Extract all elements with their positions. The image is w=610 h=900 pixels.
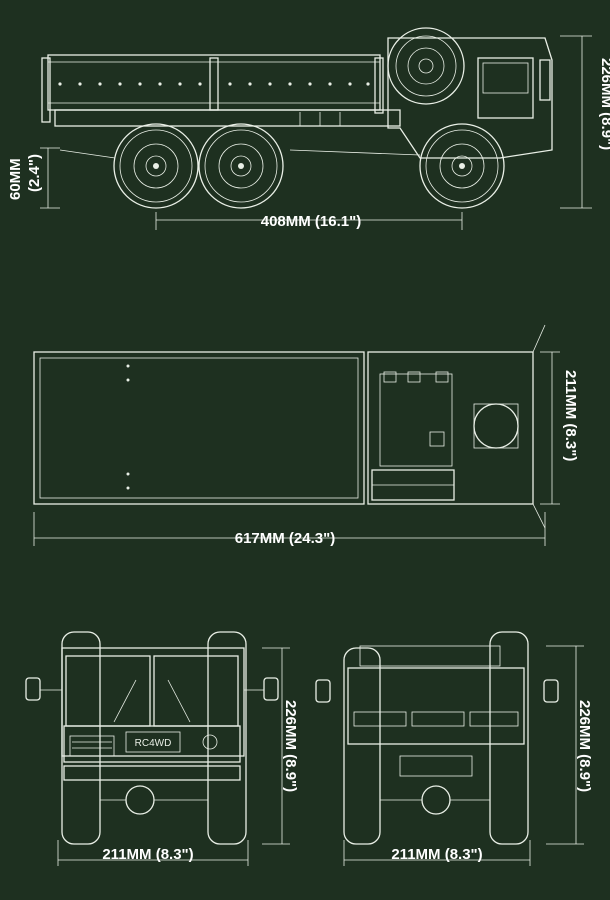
side-cab [387, 37, 553, 159]
front-tire-left [61, 631, 101, 845]
rear-view: 211MM (8.3") 226MM (8.9") [315, 631, 593, 866]
front-bumper [63, 765, 241, 781]
top-length-label: 617MM (24.3") [235, 530, 335, 547]
rear-tire-right [489, 631, 529, 845]
rear-light-right [543, 679, 559, 703]
front-brand-plate [125, 731, 181, 753]
front-width-dimension: 211MM (8.3") [57, 840, 249, 866]
rear-cab-roof [359, 645, 501, 667]
side-ground-clearance-dimension: 60MM (2.4") [7, 147, 60, 209]
side-wheelbase-label: 408MM (16.1") [261, 213, 361, 230]
rear-width-label: 211MM (8.3") [391, 846, 482, 863]
side-spare-tire [387, 27, 465, 105]
side-wheelbase-dimension: 408MM (16.1") [155, 212, 463, 230]
front-mirror-left [25, 677, 41, 701]
rear-tire-left [343, 647, 381, 845]
top-cargo-bed [33, 351, 365, 505]
top-roof-panel [379, 373, 453, 467]
front-width-label: 211MM (8.3") [102, 846, 193, 863]
front-height-label: 226MM (8.9") [282, 700, 299, 792]
front-brand-badge: RC4WD [135, 738, 172, 749]
front-height-dimension: 226MM (8.9") [262, 647, 299, 845]
side-wheel-rear-1 [113, 123, 199, 209]
front-view: RC4WD 211MM (8.3") 226MM (8.9") [25, 631, 299, 866]
side-wheel-rear-2 [198, 123, 284, 209]
rear-width-dimension: 211MM (8.3") [343, 840, 531, 866]
top-width-label: 211MM (8.3") [562, 370, 579, 461]
top-length-dimension: 617MM (24.3") [33, 512, 546, 547]
front-windshield-right [153, 655, 239, 727]
front-tire-right [207, 631, 247, 845]
side-cab-window [477, 57, 534, 119]
rear-differential [421, 785, 451, 815]
side-clearance-label-mm: 60MM [7, 158, 24, 200]
front-mirror-right [263, 677, 279, 701]
front-differential [125, 785, 155, 815]
front-windshield-left [65, 655, 151, 727]
rear-height-label: 226MM (8.9") [576, 700, 593, 792]
rear-height-dimension: 226MM (8.9") [546, 645, 593, 845]
top-roof-hatch [473, 403, 519, 449]
side-chassis [54, 109, 401, 127]
side-view: 60MM (2.4") 408MM (16.1") 226MM (8.9") [7, 27, 610, 230]
side-height-dimension: 226MM (8.9") [560, 35, 610, 209]
front-grille [63, 725, 241, 763]
top-view: 211MM (8.3") 617MM (24.3") [33, 324, 579, 547]
side-wheel-front [419, 123, 505, 209]
side-height-label: 226MM (8.9") [598, 58, 610, 150]
rear-cargo-bed [347, 667, 525, 745]
front-cab [61, 647, 245, 757]
top-width-dimension: 211MM (8.3") [540, 351, 579, 505]
rear-light-left [315, 679, 331, 703]
side-clearance-label-in: (2.4") [26, 154, 43, 192]
top-cab [367, 351, 534, 505]
